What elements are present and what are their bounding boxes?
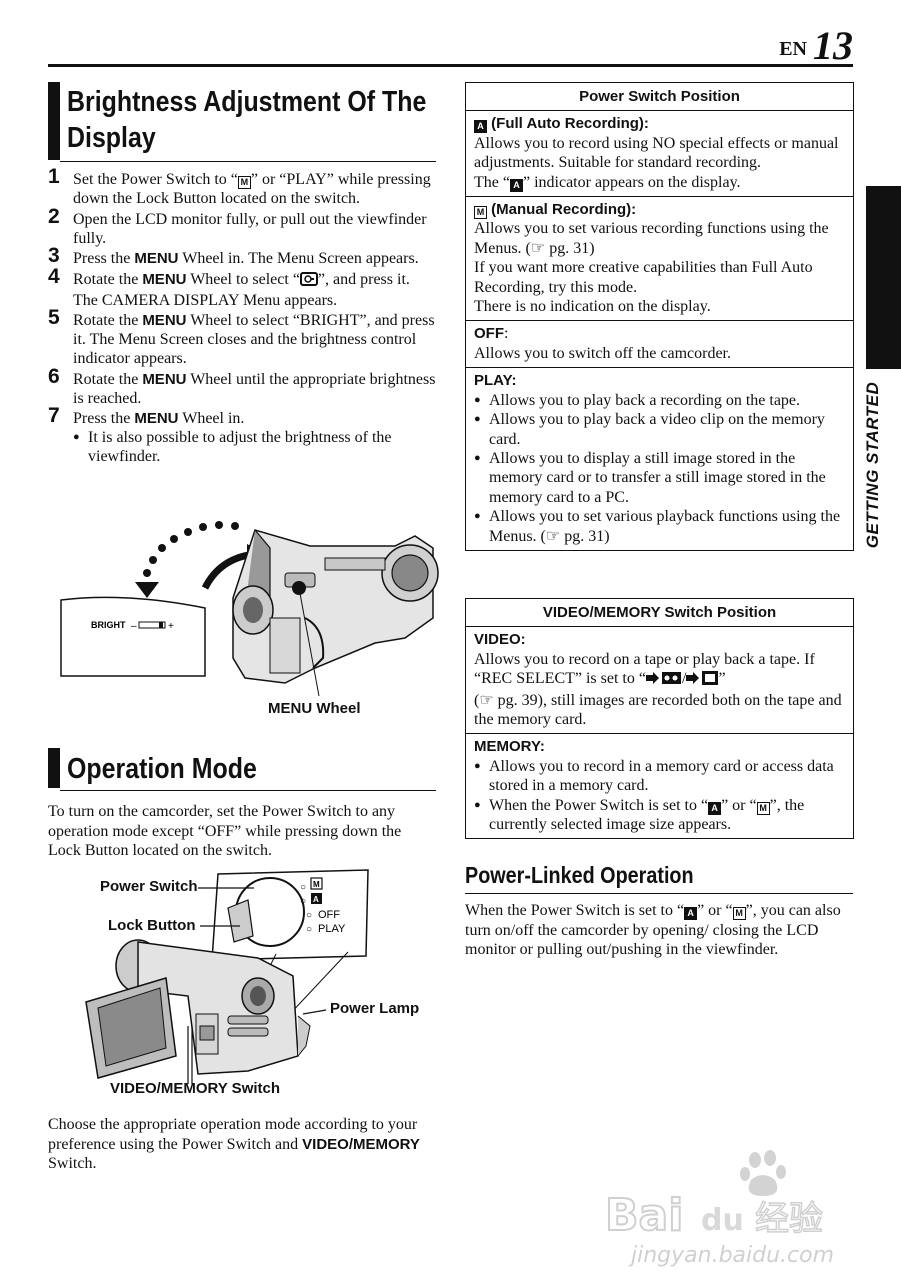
power-switch-label: Power Switch [100, 878, 198, 895]
camera-display-icon [299, 271, 318, 291]
menu-wheel-label: MENU Wheel [268, 700, 361, 717]
power-lamp-label: Power Lamp [330, 1000, 420, 1017]
step-7-note: It is also possible to adjust the bright… [73, 428, 438, 466]
svg-text:A: A [313, 895, 319, 904]
step-4: 4 Rotate the MENU Wheel to select “”, an… [48, 264, 410, 309]
list-item: When the Power Switch is set to “A” or “… [474, 796, 845, 835]
manual-mode-icon: M [732, 907, 746, 920]
arrow-card-icon [686, 671, 719, 690]
svg-text:○: ○ [300, 896, 306, 907]
operation-mode-title-bar [48, 748, 60, 788]
list-item: Allows you to play back a recording on t… [474, 391, 845, 411]
step-3: 3 Press the MENU Wheel in. The Menu Scre… [48, 244, 419, 267]
step-6: 6 Rotate the MENU Wheel until the approp… [48, 364, 436, 407]
operation-mode-title-rule [60, 790, 436, 791]
svg-text:○: ○ [300, 882, 306, 893]
page-number: EN 13 [779, 22, 853, 69]
step-7: 7 Press the MENU Wheel in. It is also po… [48, 405, 438, 466]
operation-mode-figure: ○ M ○ A ○ OFF ○ PLAY Power Switch Lock B… [48, 866, 438, 1102]
step-1: 1 Set the Power Switch to “M” or “PLAY” … [48, 165, 431, 207]
camcorder-side-illustration: ○ M ○ A ○ OFF ○ PLAY [85, 869, 369, 1084]
svg-text:jingyan.baidu.com: jingyan.baidu.com [628, 1243, 834, 1268]
manual-mode-icon: M [237, 176, 251, 189]
step-5: 5 Rotate the MENU Wheel to select “BRIGH… [48, 306, 435, 367]
svg-text:–: – [131, 621, 137, 632]
video-row: VIDEO: Allows you to record on a tape or… [465, 626, 854, 735]
side-tab-block [866, 186, 901, 369]
play-row: PLAY: Allows you to play back a recordin… [465, 367, 854, 551]
operation-mode-intro: To turn on the camcorder, set the Power … [48, 803, 402, 859]
power-linked-title-rule [465, 893, 853, 894]
arrow-tape-icon [645, 671, 682, 690]
svg-text:Bai: Bai [605, 1190, 683, 1241]
svg-text:○: ○ [306, 910, 312, 921]
svg-text:经验: 经验 [755, 1199, 823, 1239]
list-item: Allows you to record in a memory card or… [474, 757, 845, 796]
video-memory-table: VIDEO/MEMORY Switch Position VIDEO: Allo… [465, 597, 854, 840]
power-linked-text: When the Power Switch is set to “A” or “… [465, 902, 841, 958]
list-item: Allows you to set various playback funct… [474, 507, 845, 546]
memory-row: MEMORY: Allows you to record in a memory… [465, 733, 854, 840]
power-linked-title: Power-Linked Operation [465, 862, 694, 888]
full-auto-row: A (Full Auto Recording): Allows you to r… [465, 110, 854, 198]
manual-mode-icon: M [756, 801, 770, 815]
off-row: OFF: Allows you to switch off the camcor… [465, 320, 854, 369]
bright-indicator-label: BRIGHT [91, 620, 126, 630]
list-item: Allows you to display a still image stor… [474, 449, 845, 507]
power-switch-table-header: Power Switch Position [465, 81, 854, 112]
camcorder-top-illustration: BRIGHT – + [60, 521, 439, 697]
page-number-value: 13 [813, 23, 853, 68]
brightness-title-bar [48, 82, 60, 160]
dial-play-label: PLAY [318, 923, 346, 935]
video-memory-switch-label: VIDEO/MEMORY Switch [110, 1080, 281, 1097]
brightness-title: Brightness Adjustment Of The Display [67, 86, 427, 154]
auto-mode-icon: A [474, 120, 487, 134]
video-memory-table-header: VIDEO/MEMORY Switch Position [465, 597, 854, 628]
svg-text:+: + [168, 621, 174, 632]
operation-mode-outro: Choose the appropriate operation mode ac… [48, 1116, 420, 1172]
baidu-watermark: Bai du 经验 jingyan.baidu.com [604, 1150, 865, 1270]
step-2: 2 Open the LCD monitor fully, or pull ou… [48, 204, 427, 247]
side-tab-label: GETTING STARTED [863, 381, 882, 549]
manual-row: M (Manual Recording): Allows you to set … [465, 196, 854, 322]
dial-off-label: OFF [318, 909, 340, 921]
header-rule [48, 64, 853, 67]
list-item: Allows you to play back a video clip on … [474, 410, 845, 449]
operation-mode-title: Operation Mode [67, 753, 257, 785]
auto-mode-icon: A [509, 178, 523, 192]
auto-mode-icon: A [684, 907, 698, 920]
svg-text:du: du [701, 1203, 744, 1238]
lock-button-label: Lock Button [108, 917, 196, 934]
manual-mode-icon: M [474, 206, 487, 220]
camcorder-menu-wheel-figure: BRIGHT – + MENU Wheel [55, 518, 440, 723]
baidu-logo-icon: Bai du 经验 jingyan.baidu.com [604, 1150, 834, 1268]
svg-text:○: ○ [306, 924, 312, 935]
brightness-title-rule [60, 161, 436, 162]
auto-mode-icon: A [708, 801, 722, 815]
brightness-steps: 1 Set the Power Switch to “M” or “PLAY” … [48, 165, 438, 468]
power-switch-table: Power Switch Position A (Full Auto Recor… [465, 81, 854, 551]
language-code: EN [779, 38, 807, 60]
svg-text:M: M [313, 880, 320, 889]
